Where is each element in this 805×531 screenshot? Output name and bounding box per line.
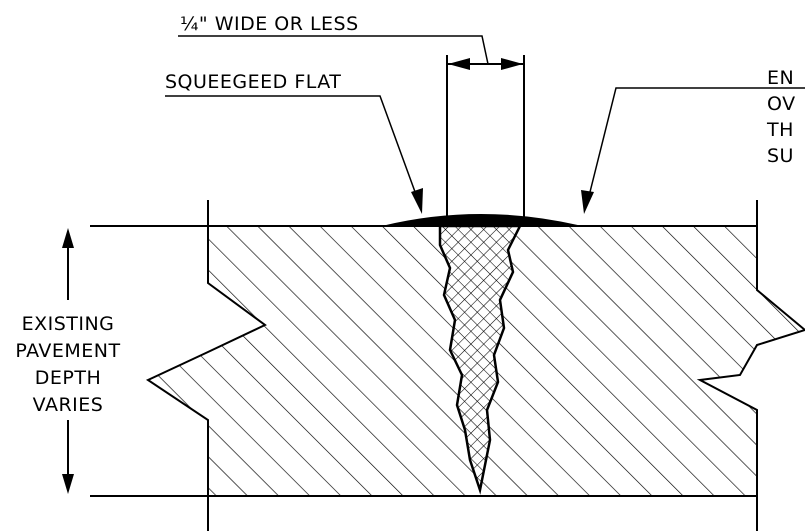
width-note-label: ¼" WIDE OR LESS	[180, 13, 359, 35]
right-note-leader	[581, 87, 805, 214]
depth-dimension	[62, 228, 74, 494]
depth-label-line2: PAVEMENT	[15, 340, 120, 362]
right-note-line3: TH	[766, 119, 794, 141]
squeegeed-leader	[165, 95, 423, 214]
right-note-line4: SU	[767, 145, 794, 167]
sealant-overband	[383, 214, 581, 227]
right-note-line1: EN	[767, 67, 794, 89]
right-note-line2: OV	[767, 93, 796, 115]
depth-label-line4: VARIES	[33, 394, 104, 416]
width-dimension	[178, 35, 525, 222]
depth-label-line3: DEPTH	[35, 367, 102, 389]
depth-label-line1: EXISTING	[22, 313, 115, 335]
squeegeed-label: SQUEEGEED FLAT	[165, 71, 341, 93]
